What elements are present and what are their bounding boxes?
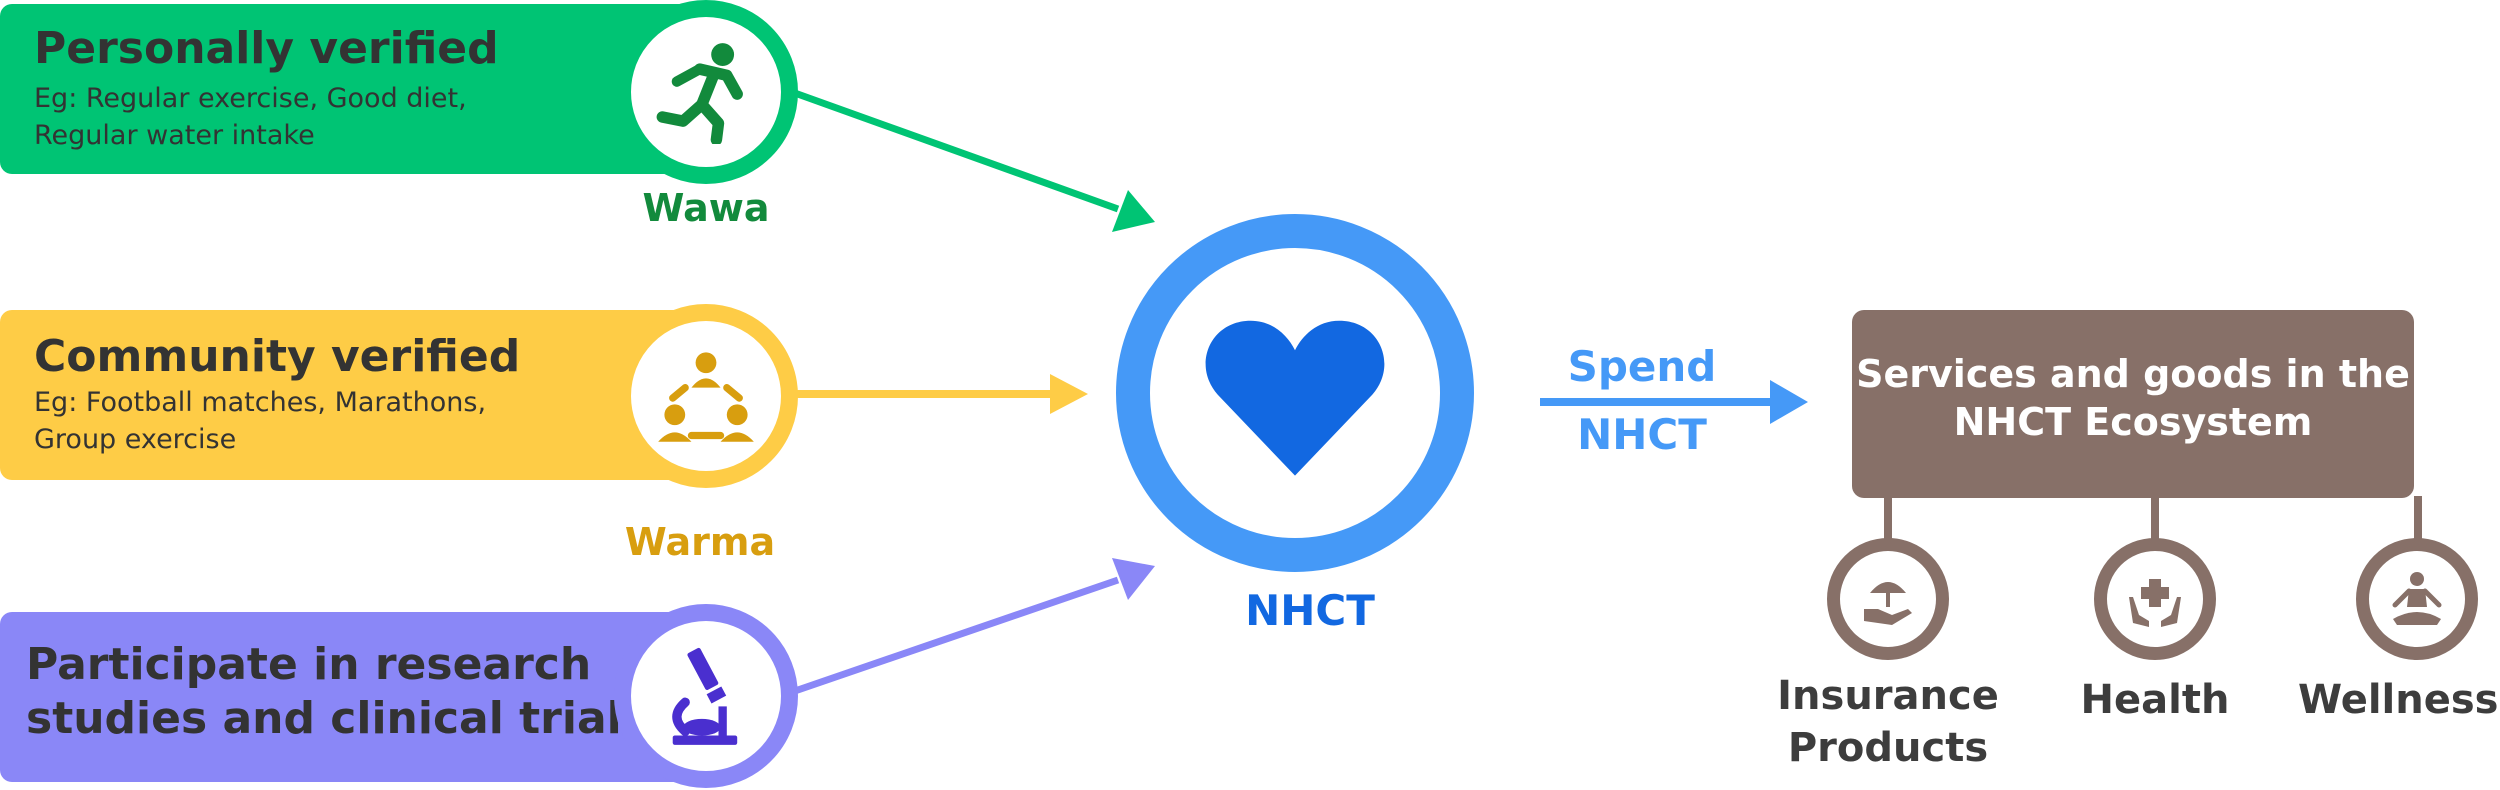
- wawa-label: Wawa: [642, 186, 770, 230]
- personally-verified-card: Personally verified Eg: Regular exercise…: [0, 4, 728, 174]
- ecosystem-box: Services and goods in the NHCT Ecosystem: [1852, 310, 2414, 498]
- card-example-line-1: Eg: Regular exercise, Good diet,: [34, 83, 467, 114]
- personally-verified-icon-ring: [614, 0, 798, 184]
- ecosystem-title-line-1: Services and goods in the: [1856, 352, 2410, 396]
- ecosystem-title-line-2: NHCT Ecosystem: [1953, 400, 2313, 444]
- card-title-line-2: studies and clinical trials: [26, 693, 648, 744]
- nhct-label: NHCT: [1245, 586, 1375, 635]
- microscope-icon: [672, 647, 738, 745]
- card-title-line-1: Participate in research: [26, 639, 592, 690]
- card-title: Community verified: [34, 331, 521, 382]
- hands-cross-icon: [2129, 579, 2181, 627]
- meditation-icon: [2392, 572, 2442, 625]
- group-people-icon: [658, 352, 754, 442]
- ecosystem-stem-wellness: [2414, 496, 2422, 542]
- arrow-spend-head: [1770, 380, 1808, 424]
- warma-label: Warma: [624, 520, 776, 564]
- card-example-line-1: Eg: Football matches, Marathons,: [34, 387, 487, 418]
- insurance-label-line-1: Insurance: [1777, 673, 1999, 719]
- insurance-label-line-2: Products: [1787, 725, 1989, 771]
- card-example-line-2: Regular water intake: [34, 120, 315, 151]
- wellness-ring: [2356, 538, 2478, 660]
- ecosystem-stem-insurance: [1884, 496, 1892, 542]
- research-icon-ring: [614, 604, 798, 788]
- health-label: Health: [2080, 677, 2230, 723]
- insurance-products-ring: [1827, 538, 1949, 660]
- spend-label: Spend: [1567, 342, 1717, 391]
- card-title: Personally verified: [34, 23, 499, 74]
- arrow-personal-head: [1112, 190, 1155, 232]
- arrow-community-head: [1050, 374, 1088, 414]
- wellness-label: Wellness: [2298, 677, 2499, 723]
- card-example-line-2: Group exercise: [34, 424, 237, 455]
- arrow-personal: [790, 88, 1120, 213]
- heart-icon: [1205, 320, 1385, 476]
- research-participation-card: Participate in research studies and clin…: [0, 612, 728, 782]
- nhct-token-ring: [1116, 214, 1474, 572]
- arrow-research: [790, 576, 1120, 696]
- health-ring: [2094, 538, 2216, 660]
- arrow-research-head: [1112, 558, 1155, 600]
- spend-nhct-label: NHCT: [1577, 410, 1707, 459]
- umbrella-hand-icon: [1864, 582, 1912, 625]
- community-verified-icon-ring: [614, 304, 798, 488]
- community-verified-card: Community verified Eg: Football matches,…: [0, 310, 728, 480]
- ecosystem-stem-health: [2151, 496, 2159, 542]
- running-person-icon: [656, 43, 743, 144]
